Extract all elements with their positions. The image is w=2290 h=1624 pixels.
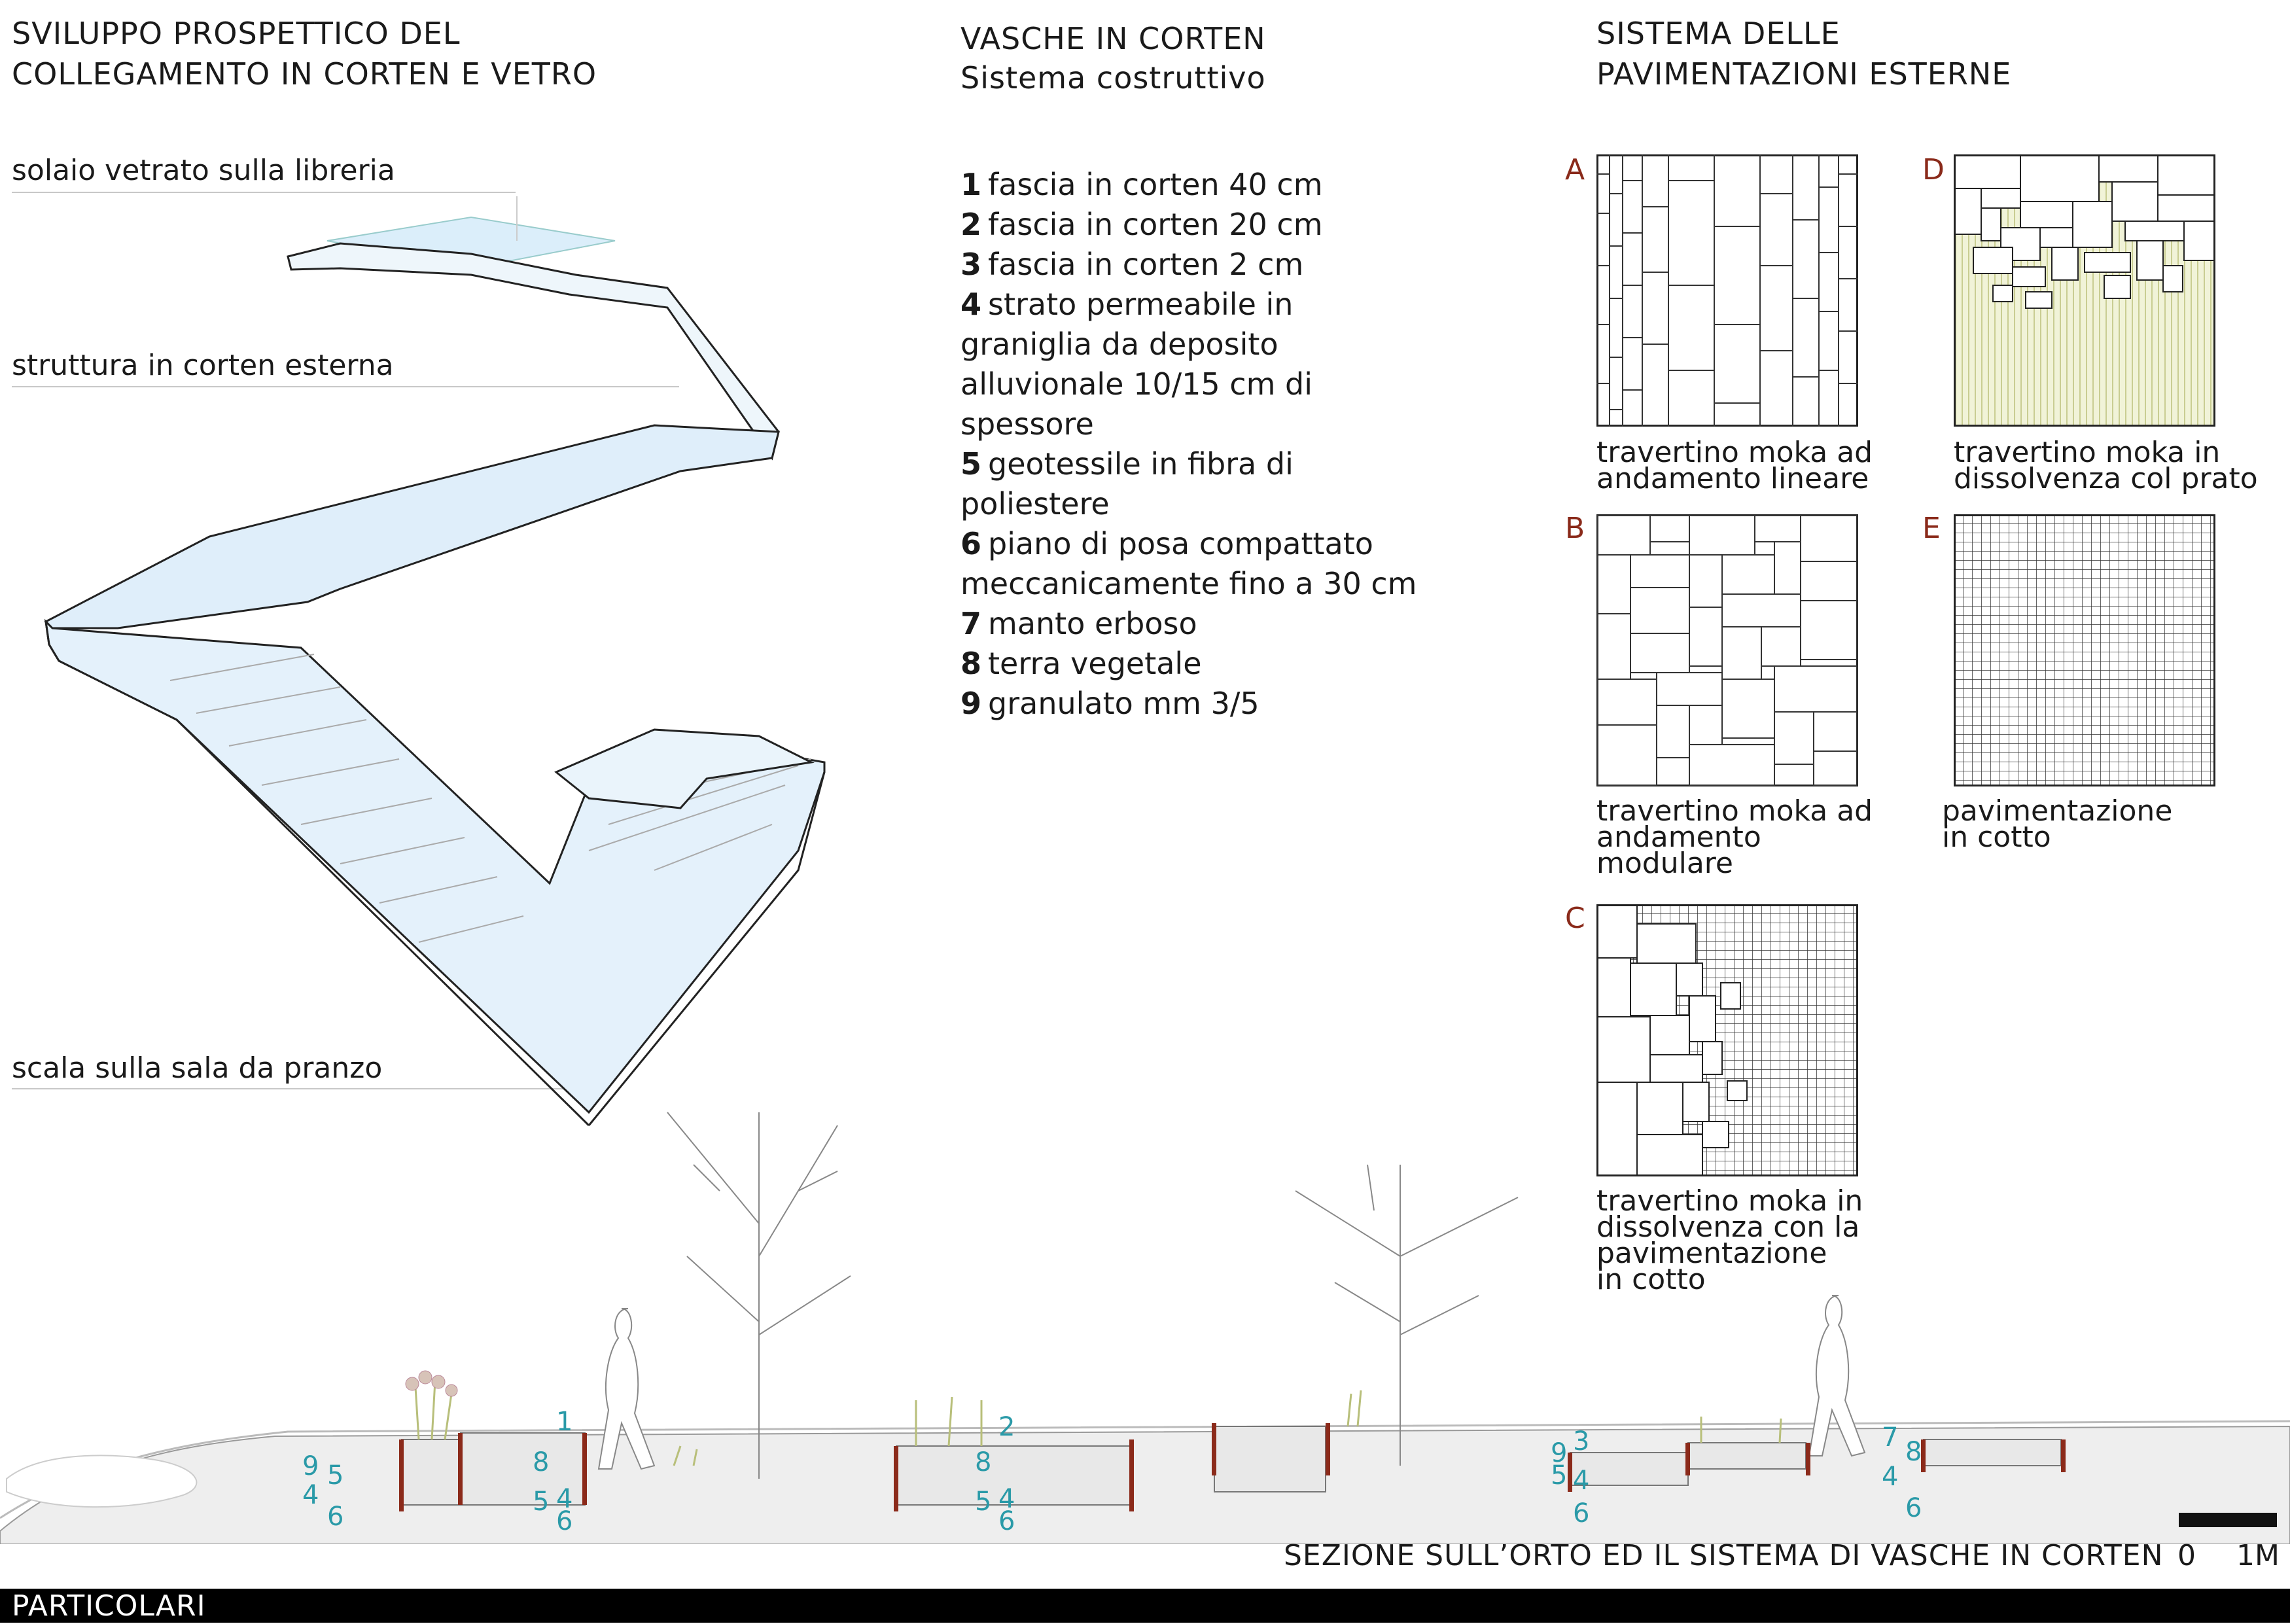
sec-num: 8 xyxy=(975,1447,992,1477)
legend-item-cont: meccanicamente fino a 30 cm xyxy=(960,566,1417,601)
pav-caption-e: pavimentazione in cotto xyxy=(1942,794,2173,854)
sec-num: 6 xyxy=(1905,1493,1922,1523)
leader-stair xyxy=(12,1088,588,1089)
lower-walkway xyxy=(44,618,826,1114)
pattern-d-fade-lawn xyxy=(1954,154,2215,427)
stair-steps xyxy=(169,654,812,943)
legend-item-cont: alluvionale 10/15 cm di xyxy=(960,366,1312,402)
sec-num: 6 xyxy=(998,1506,1015,1536)
sec-num: 1 xyxy=(556,1407,573,1437)
corten-planters xyxy=(399,1423,2066,1511)
section-drawing xyxy=(0,1112,2290,1544)
pav-caption-a-line2: andamento lineare xyxy=(1596,462,1869,495)
upper-walkway xyxy=(287,242,780,461)
label-stair: scala sulla sala da pranzo xyxy=(12,1051,383,1085)
pattern-e-cotto xyxy=(1954,514,2215,786)
scale-bar xyxy=(2179,1513,2277,1527)
sec-num: 6 xyxy=(327,1502,344,1532)
sec-num: 4 xyxy=(556,1484,573,1514)
pav-letter-d: D xyxy=(1922,153,1945,186)
pav-caption-b: travertino moka ad andamento modulare xyxy=(1596,794,1873,880)
pav-letter-b: B xyxy=(1565,512,1585,545)
pav-caption-d-line1: travertino moka in xyxy=(1954,436,2221,469)
legend-item-cont: spessore xyxy=(960,406,1094,442)
sec-num: 6 xyxy=(556,1506,573,1536)
pav-letter-e: E xyxy=(1922,512,1941,545)
sec-num: 4 xyxy=(998,1484,1015,1514)
perspective-title-line2: COLLEGAMENTO IN CORTEN E VETRO xyxy=(12,56,597,92)
sec-num: 2 xyxy=(998,1412,1015,1442)
legend-item-cont: poliestere xyxy=(960,486,1110,521)
vasche-title: VASCHE IN CORTEN xyxy=(960,21,1266,56)
sec-num: 8 xyxy=(1905,1437,1922,1467)
sec-num: 9 xyxy=(1551,1438,1568,1468)
sec-num: 6 xyxy=(1573,1498,1590,1528)
pav-letter-a: A xyxy=(1565,153,1585,186)
leader-structure xyxy=(12,386,679,387)
pattern-b-modular xyxy=(1596,514,1858,786)
pav-caption-b-line1: travertino moka ad xyxy=(1596,794,1873,828)
pav-caption-b-line2: andamento xyxy=(1596,821,1761,854)
person-left xyxy=(597,1308,656,1470)
corten-glass-walkway-drawing xyxy=(44,196,826,1127)
sec-num: 4 xyxy=(1573,1466,1590,1496)
sec-num: 5 xyxy=(327,1460,344,1491)
sec-num: 4 xyxy=(1882,1462,1899,1492)
pav-caption-c-line4: in cotto xyxy=(1596,1263,1706,1296)
sec-num: 5 xyxy=(1551,1460,1568,1491)
section-title: SEZIONE SULL’ORTO ED IL SISTEMA DI VASCH… xyxy=(1284,1539,2164,1572)
scale-one: 1M xyxy=(2236,1539,2280,1572)
pav-letter-c: C xyxy=(1565,902,1585,935)
pav-caption-d-line2: dissolvenza col prato xyxy=(1954,462,2258,495)
leader-glass xyxy=(12,192,516,193)
legend-item-cont: graniglia da deposito xyxy=(960,327,1278,362)
label-glass-floor: solaio vetrato sulla libreria xyxy=(12,154,395,187)
sec-num: 5 xyxy=(975,1487,992,1517)
tree-left xyxy=(667,1112,851,1479)
pav-caption-c: travertino moka in dissolvenza con la pa… xyxy=(1596,1184,1863,1296)
rock-shape xyxy=(6,1455,198,1508)
pav-caption-c-line1: travertino moka in xyxy=(1596,1184,1863,1218)
pav-caption-e-line2: in cotto xyxy=(1942,821,2051,854)
middle-walkway xyxy=(44,424,780,629)
pav-title-line2: PAVIMENTAZIONI ESTERNE xyxy=(1596,56,2012,92)
person-right xyxy=(1808,1295,1866,1457)
pav-caption-c-line3: pavimentazione xyxy=(1596,1237,1827,1270)
pav-caption-e-line1: pavimentazione xyxy=(1942,794,2173,828)
pav-caption-b-line3: modulare xyxy=(1596,847,1733,880)
footer-bar xyxy=(0,1589,2290,1623)
vasche-subtitle: Sistema costruttivo xyxy=(960,60,1266,96)
sec-num: 7 xyxy=(1882,1422,1899,1453)
sec-num: 4 xyxy=(302,1480,319,1510)
pav-caption-a-line1: travertino moka ad xyxy=(1596,436,1873,469)
pav-caption-c-line2: dissolvenza con la xyxy=(1596,1210,1860,1244)
sec-num: 3 xyxy=(1573,1426,1590,1456)
tree-right xyxy=(1295,1164,1519,1466)
scale-zero: 0 xyxy=(2177,1539,2196,1572)
flower-heads xyxy=(405,1370,458,1397)
pav-caption-d: travertino moka in dissolvenza col prato xyxy=(1954,436,2258,495)
pav-caption-a: travertino moka ad andamento lineare xyxy=(1596,436,1873,495)
plants xyxy=(414,1380,1782,1466)
stair-landing xyxy=(554,728,815,809)
footer-label: PARTICOLARI xyxy=(12,1589,206,1623)
sec-num: 5 xyxy=(533,1487,550,1517)
label-corten-structure: struttura in corten esterna xyxy=(12,349,394,382)
pattern-c-fade-cotto xyxy=(1596,904,1858,1176)
sec-num: 8 xyxy=(533,1447,550,1477)
sec-num: 9 xyxy=(302,1451,319,1481)
pav-title-line1: SISTEMA DELLE xyxy=(1596,16,1841,51)
pattern-a-linear xyxy=(1596,154,1858,427)
perspective-title-line1: SVILUPPO PROSPETTICO DEL xyxy=(12,16,461,51)
